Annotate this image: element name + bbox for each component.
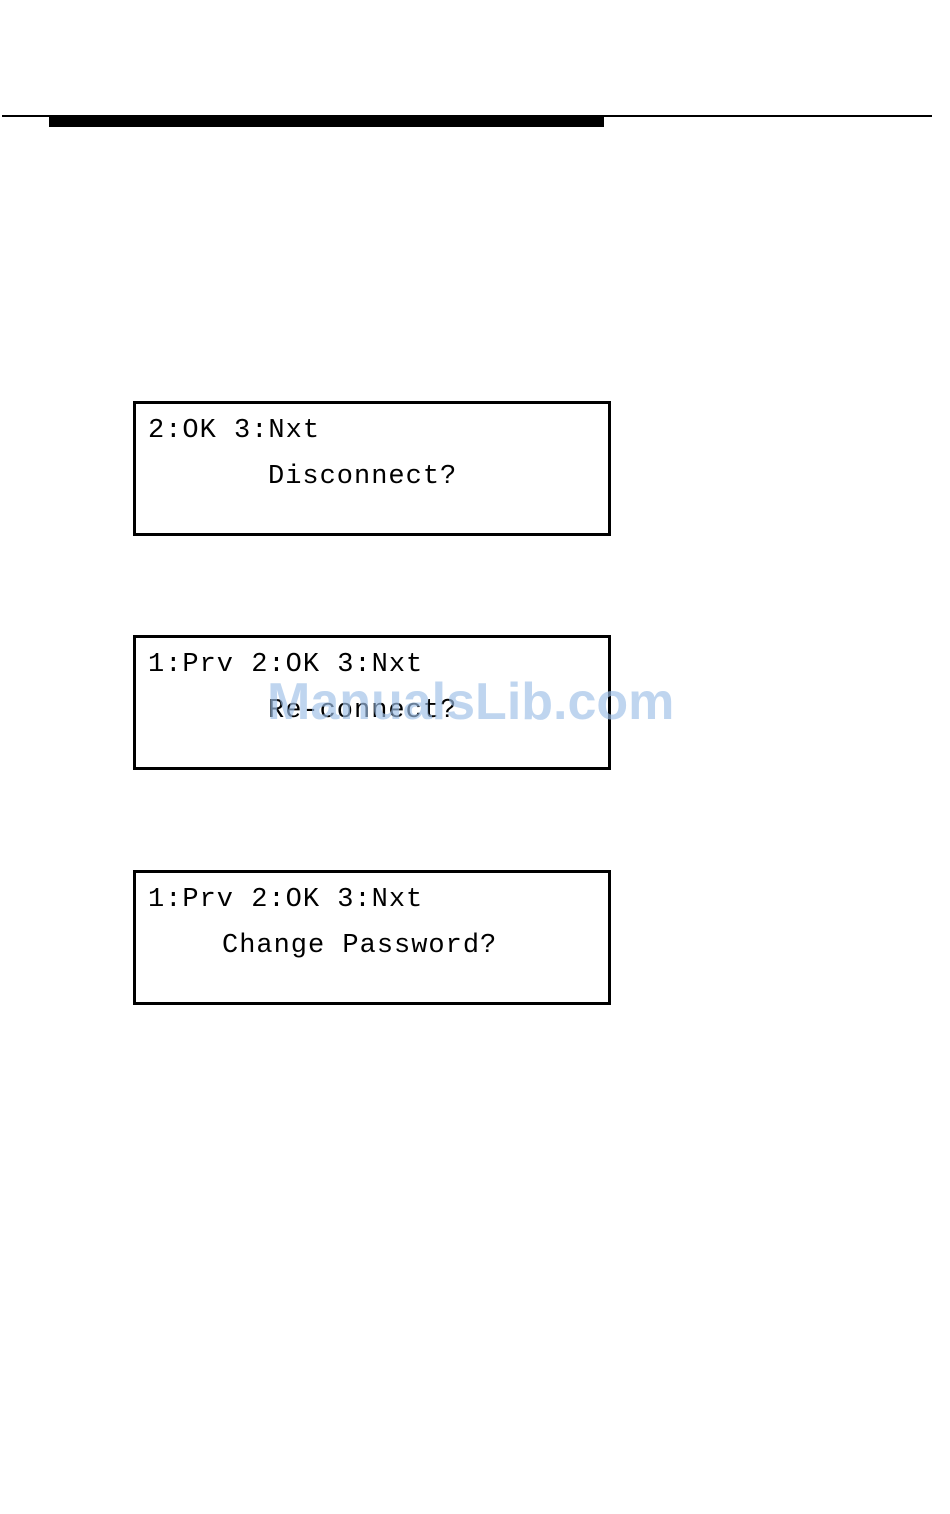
lcd-display-change-password: 1:Prv 2:OK 3:Nxt Change Password?	[133, 870, 611, 1005]
lcd-prompt-line: Disconnect?	[268, 462, 457, 492]
lcd-softkey-line: 1:Prv 2:OK 3:Nxt	[148, 650, 423, 680]
lcd-softkey-line: 1:Prv 2:OK 3:Nxt	[148, 885, 423, 915]
lcd-softkey-line: 2:OK 3:Nxt	[148, 416, 320, 446]
lcd-prompt-line: Change Password?	[222, 931, 497, 961]
lcd-display-reconnect: 1:Prv 2:OK 3:Nxt Re-connect?	[133, 635, 611, 770]
lcd-display-disconnect: 2:OK 3:Nxt Disconnect?	[133, 401, 611, 536]
lcd-prompt-line: Re-connect?	[268, 696, 457, 726]
header-rule-thick	[49, 117, 604, 127]
